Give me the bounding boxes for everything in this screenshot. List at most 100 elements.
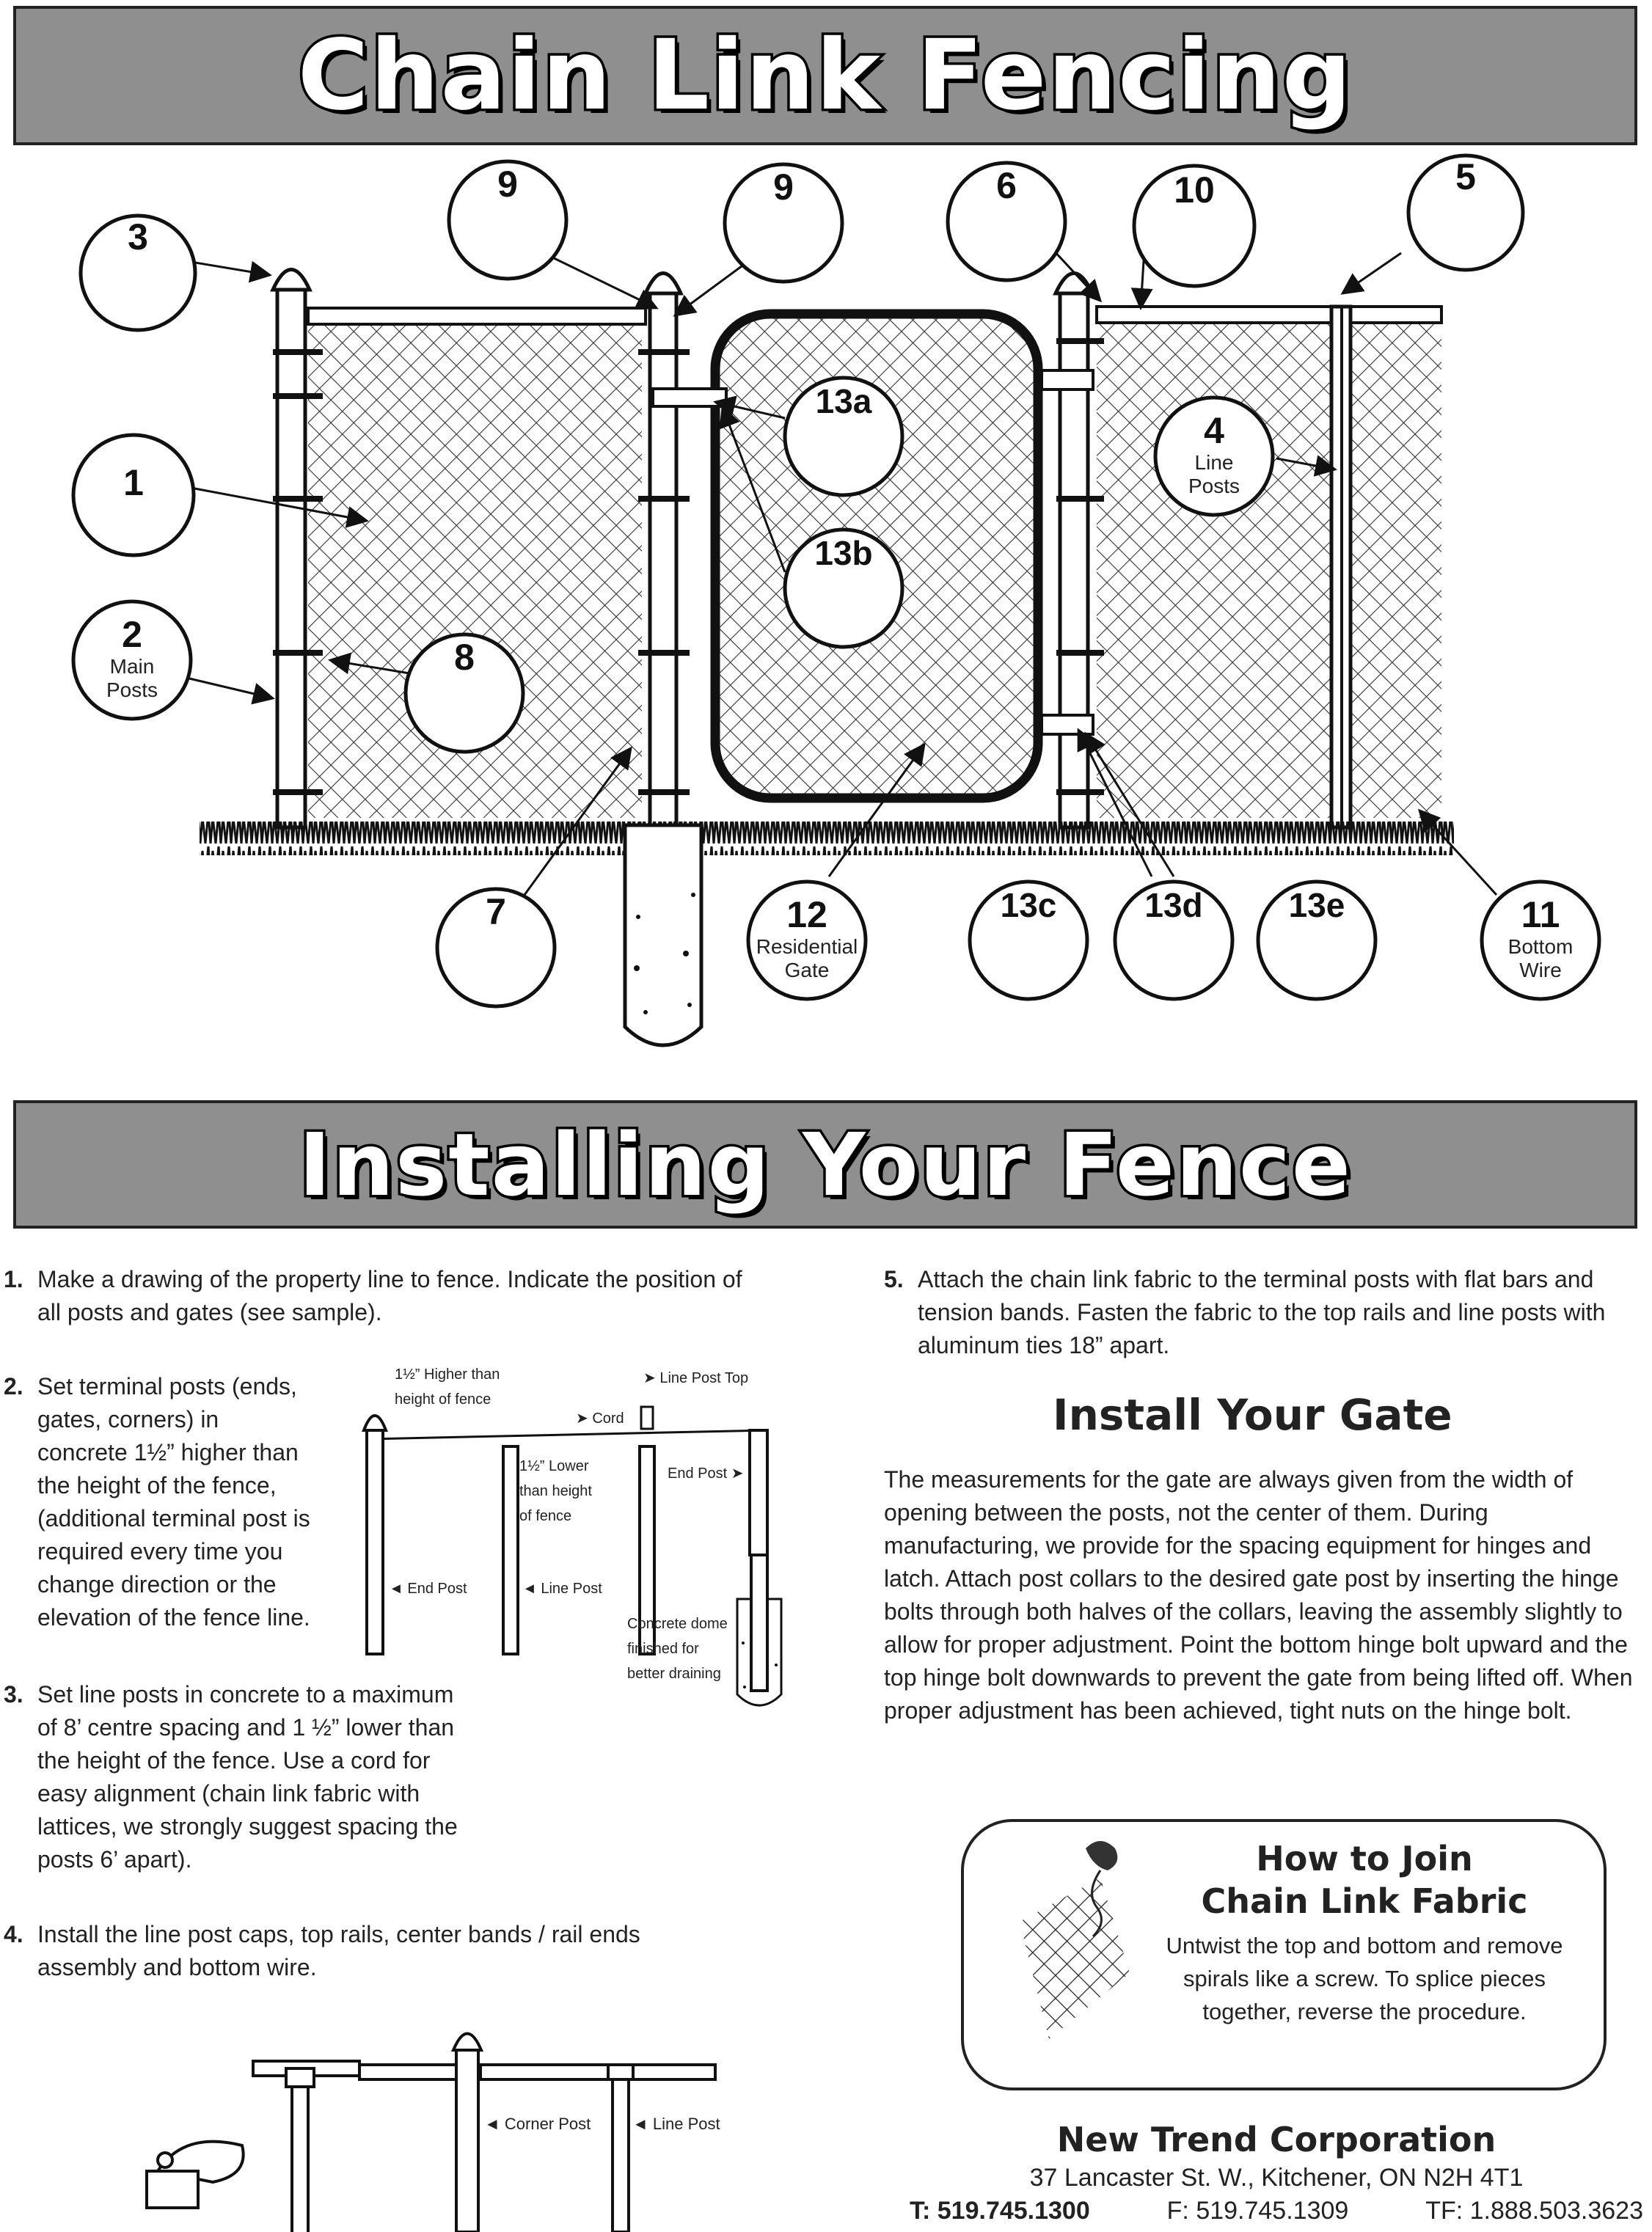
- callout-number: 12: [786, 894, 827, 935]
- callout-label: Main: [110, 655, 155, 678]
- fabric-splice-illustration: [1020, 1841, 1130, 2039]
- callout-number: 13b: [814, 534, 872, 572]
- join-title-line1: How to Join: [1256, 1839, 1473, 1878]
- callout-number: 4: [1204, 410, 1224, 451]
- company-phone: T: 519.745.1300: [910, 2197, 1090, 2225]
- callout-number: 10: [1174, 169, 1215, 211]
- callout-label: Gate: [785, 959, 830, 981]
- callout-number: 13e: [1289, 886, 1345, 924]
- callout-number: 13d: [1144, 886, 1202, 924]
- top-rail-right: [1095, 305, 1443, 324]
- label-end-post-left: ◄ End Post: [389, 1581, 467, 1597]
- join-fabric-box: [961, 1819, 1607, 2090]
- callout-number: 2: [122, 614, 142, 655]
- company-tollfree: TF: 1.888.503.3623: [1425, 2197, 1643, 2225]
- callout-number: 13a: [816, 382, 872, 420]
- callout-label: Line: [1195, 451, 1234, 474]
- hinge-top: [651, 387, 728, 408]
- callout-number: 8: [454, 637, 475, 678]
- callout-13b: 13b: [783, 527, 904, 649]
- hinge-right-top: [1040, 369, 1094, 391]
- callout-13d: 13d: [1113, 879, 1235, 1001]
- install-banner: Installing Your Fence: [13, 1100, 1637, 1229]
- step-5: 5. Attach the chain link fabric to the t…: [884, 1263, 1632, 1362]
- label-rail-line-post: ◄ Line Post: [632, 2115, 720, 2133]
- install-title: Installing Your Fence: [296, 1111, 1353, 1218]
- step-number: 2.: [4, 1373, 23, 1399]
- callout-9a: 9: [447, 159, 569, 281]
- callout-8: 8: [403, 632, 525, 754]
- callout-13e: 13e: [1256, 879, 1378, 1001]
- page-title: Chain Link Fencing: [295, 17, 1353, 135]
- company-contacts: T: 519.745.1300 F: 519.745.1309 TF: 1.88…: [910, 2197, 1643, 2225]
- gate-title: Install Your Gate: [1053, 1390, 1452, 1440]
- callout-number: 7: [486, 891, 506, 932]
- label-cord: ➤ Cord: [576, 1410, 624, 1427]
- top-rail-left: [307, 307, 647, 326]
- callout-13a: 13a: [783, 376, 904, 497]
- step-2: 2. Set terminal posts (ends, gates, corn…: [4, 1370, 312, 1634]
- fabric-panel-right: [1097, 312, 1441, 818]
- grass: [200, 822, 1454, 855]
- label-end-post-right: End Post ➤: [668, 1466, 744, 1482]
- step-4: 4. Install the line post caps, top rails…: [4, 1918, 649, 1984]
- callout-label: Wire: [1519, 959, 1562, 981]
- callout-number: 13c: [1001, 886, 1057, 924]
- label-line-post-top: ➤ Line Post Top: [643, 1370, 748, 1386]
- callout-9b: 9: [723, 162, 844, 284]
- callout-label: Bottom: [1508, 935, 1574, 958]
- gate-text: The measurements for the gate are always…: [884, 1466, 1633, 1724]
- callout-1: 1: [71, 433, 196, 557]
- concrete-footing: [623, 823, 703, 1047]
- join-title-line2: Chain Link Fabric: [1201, 1881, 1528, 1921]
- callout-number: 9: [773, 167, 794, 208]
- callout-number: 5: [1455, 156, 1476, 197]
- step-text: Install the line post caps, top rails, c…: [37, 1921, 640, 1980]
- callout-number: 1: [123, 462, 144, 503]
- label-line-post: ◄ Line Post: [522, 1581, 602, 1597]
- callout-number: 6: [996, 165, 1017, 206]
- company-name: New Trend Corporation: [1056, 2120, 1496, 2159]
- callout-5: 5: [1406, 153, 1525, 272]
- join-text: Untwist the top and bottom and remove sp…: [1166, 1933, 1563, 2024]
- company-address: 37 Lancaster St. W., Kitchener, ON N2H 4…: [1029, 2164, 1524, 2192]
- header-banner: Chain Link Fencing: [13, 6, 1637, 145]
- callout-7: 7: [435, 887, 557, 1009]
- step-text: Attach the chain link fabric to the term…: [918, 1266, 1606, 1358]
- step-text: Set terminal posts (ends, gates, corners…: [37, 1373, 310, 1631]
- callout-13c: 13c: [968, 879, 1089, 1001]
- hinge-right-bottom: [1040, 714, 1094, 736]
- callout-label: Posts: [1188, 475, 1240, 497]
- step-text: Set line posts in concrete to a maximum …: [37, 1681, 458, 1873]
- step-number: 3.: [4, 1681, 23, 1708]
- step-number: 5.: [884, 1266, 904, 1292]
- tension-bands: [273, 338, 1104, 795]
- callout-number: 3: [128, 216, 148, 257]
- rail-assembly-diagram: ◄ Corner Post ◄ Line Post: [145, 2032, 720, 2232]
- callout-3: 3: [78, 213, 197, 332]
- step-1: 1. Make a drawing of the property line t…: [4, 1263, 767, 1329]
- callout-number: 9: [497, 164, 518, 205]
- callout-10: 10: [1132, 164, 1257, 288]
- step-number: 4.: [4, 1921, 23, 1947]
- label-corner-post: ◄ Corner Post: [484, 2115, 591, 2133]
- callout-label: Residential: [756, 935, 858, 958]
- step-3: 3. Set line posts in concrete to a maxim…: [4, 1678, 458, 1876]
- step-text: Make a drawing of the property line to f…: [37, 1266, 742, 1325]
- company-fax: F: 519.745.1309: [1166, 2197, 1349, 2225]
- step-number: 1.: [4, 1266, 23, 1292]
- line-post-right: [1329, 304, 1353, 830]
- callout-label: Posts: [106, 678, 158, 701]
- callout-6: 6: [946, 161, 1067, 282]
- callout-number: 11: [1521, 894, 1560, 935]
- join-title: How to Join Chain Link Fabric: [1137, 1837, 1592, 1922]
